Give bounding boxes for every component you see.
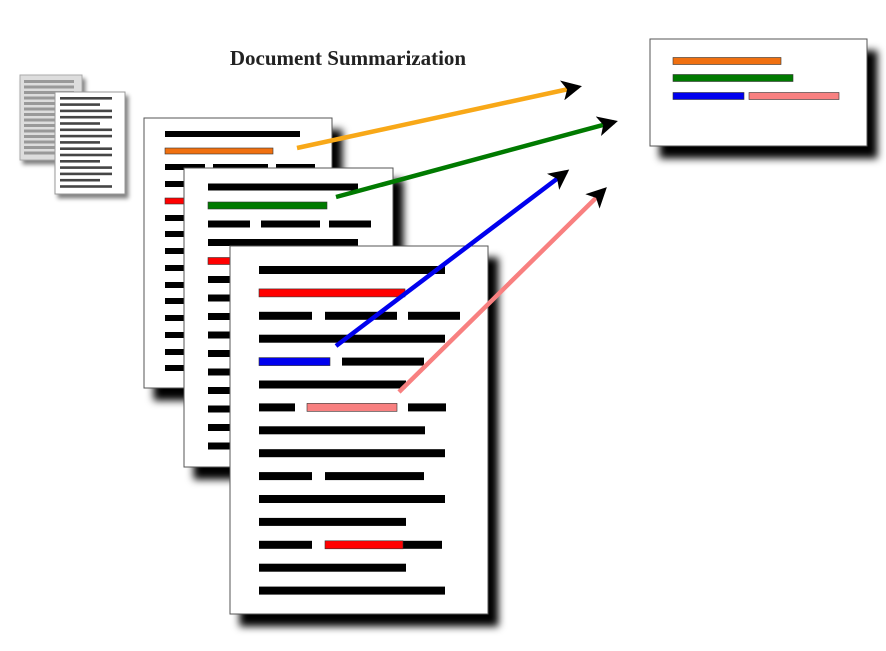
highlight-red-sentence — [258, 288, 406, 298]
extract-orange-sentence — [164, 147, 274, 155]
text-line — [259, 380, 406, 389]
summary-pink-sentence — [748, 92, 840, 100]
diagram-title: Document Summarization — [230, 46, 467, 70]
text-line — [165, 131, 300, 137]
text-line — [329, 220, 371, 228]
summary-orange-sentence — [672, 57, 782, 65]
text-line — [259, 266, 445, 274]
text-line — [408, 403, 446, 412]
text-line — [259, 403, 295, 412]
text-line — [403, 540, 442, 549]
text-line — [259, 334, 445, 343]
text-line — [259, 426, 425, 435]
text-line — [259, 495, 445, 503]
text-line — [342, 357, 424, 366]
text-line — [259, 563, 406, 572]
arrow-pink — [397, 187, 607, 394]
extraction-arrows — [296, 80, 618, 394]
text-line — [208, 239, 358, 246]
text-line — [259, 311, 312, 320]
text-line — [325, 472, 424, 481]
text-line — [259, 472, 312, 481]
text-line — [261, 220, 320, 228]
summary-green-sentence — [672, 74, 794, 82]
arrow-blue — [334, 169, 570, 348]
text-line — [208, 183, 358, 191]
extract-green-sentence — [207, 201, 328, 210]
summary-blue-sentence — [672, 92, 745, 100]
text-line — [259, 540, 312, 549]
text-line — [259, 449, 445, 458]
arrow-orange — [296, 80, 582, 151]
text-line — [259, 586, 445, 595]
text-line — [259, 517, 406, 526]
text-line — [208, 220, 250, 228]
text-line — [276, 164, 315, 170]
summary-document — [649, 38, 868, 147]
text-line — [165, 164, 205, 170]
source-document-3 — [229, 245, 489, 615]
text-line — [213, 164, 268, 170]
arrow-green — [335, 116, 618, 200]
text-line — [325, 311, 397, 320]
extract-blue-sentence — [258, 357, 331, 366]
text-line — [408, 311, 460, 320]
highlight-red-sentence — [324, 540, 404, 550]
documents-stack-icon — [19, 74, 126, 195]
extract-pink-sentence — [306, 403, 398, 412]
